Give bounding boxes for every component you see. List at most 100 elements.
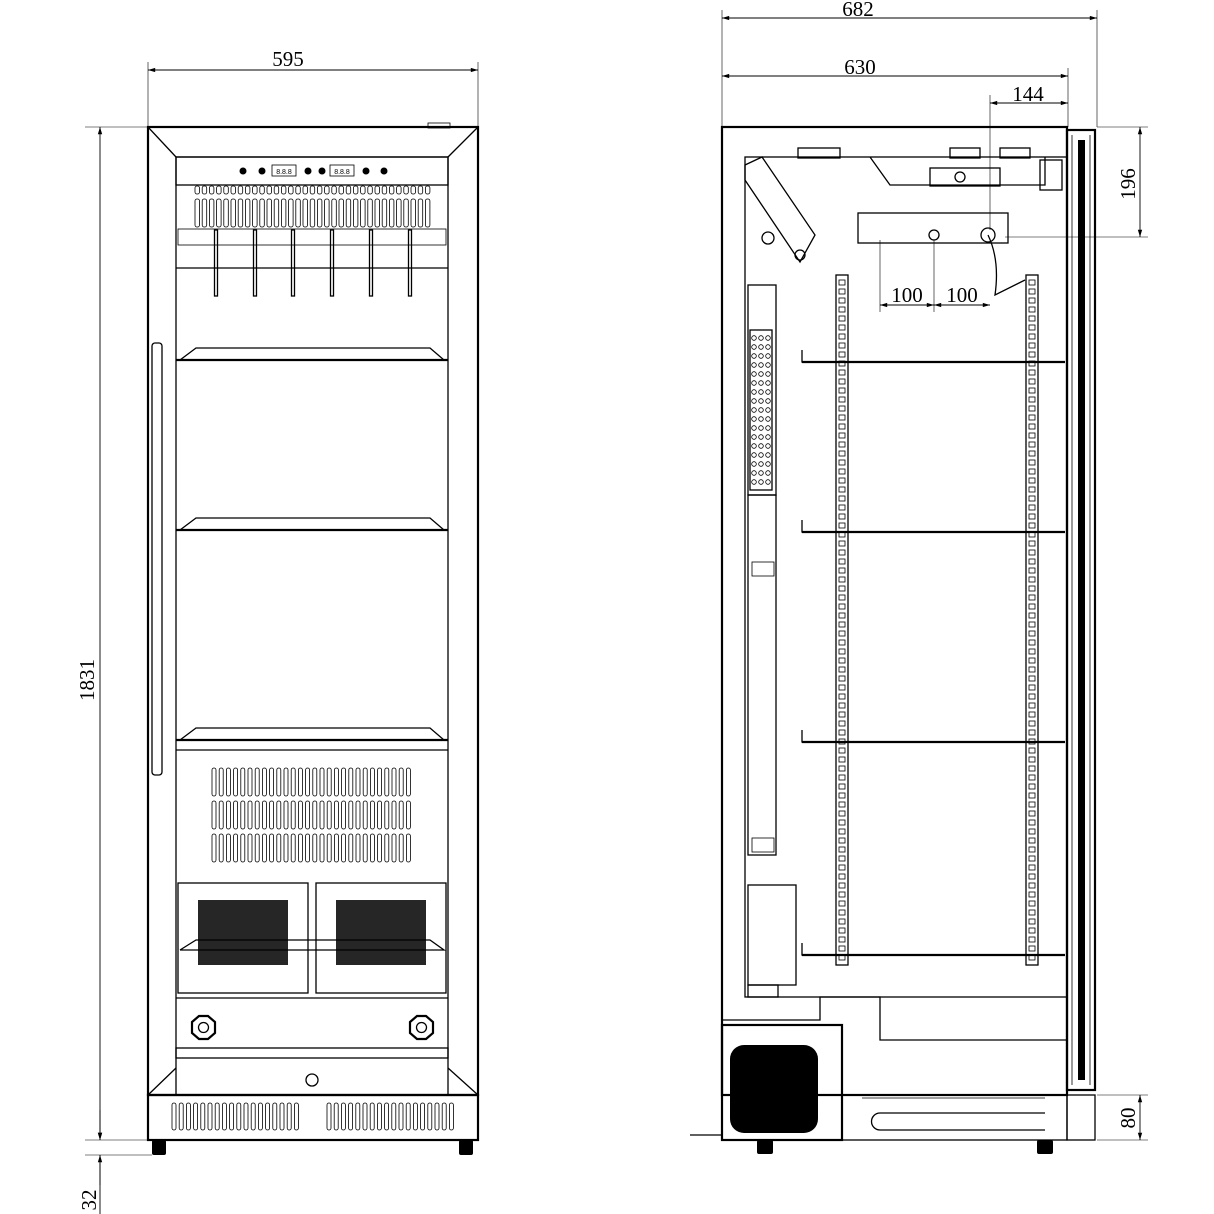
display-2 (329, 164, 355, 177)
vent-slot (230, 198, 236, 228)
side-dimensions: 682 630 144 196 100 100 80 (721, 0, 1148, 1141)
vent-slot (398, 833, 404, 863)
side-foot-rear (1037, 1140, 1053, 1154)
upright-slot (838, 702, 846, 709)
coil-tube (751, 416, 757, 422)
upright-slot (1028, 765, 1036, 772)
coil-tube (765, 344, 771, 350)
control-button (304, 167, 312, 175)
vent-slot (302, 185, 308, 195)
coil-tube (751, 380, 757, 386)
vent-slot (367, 198, 373, 228)
coil-tube (751, 443, 757, 449)
coil-tube (758, 452, 764, 458)
vent-slot (240, 833, 246, 863)
shelf-front-lip (801, 943, 806, 956)
vent-slot (319, 833, 325, 863)
coil-tube (765, 353, 771, 359)
coil-tube (758, 362, 764, 368)
coil-tube (765, 362, 771, 368)
upright-slot (838, 306, 846, 313)
upright-slot (1028, 927, 1036, 934)
front-base (146, 1093, 480, 1142)
coil-tube (765, 479, 771, 485)
upright-slot (1028, 315, 1036, 322)
vent-slot (288, 185, 294, 195)
fan-motor (747, 884, 797, 986)
hook (290, 229, 296, 297)
coil-tube (765, 380, 771, 386)
vent-slot (391, 800, 397, 830)
coil-tube (751, 479, 757, 485)
coil-tube (758, 353, 764, 359)
upright-slot (1028, 585, 1036, 592)
dim-side-top-offset: 144 (1012, 82, 1044, 106)
vent-slot (269, 767, 275, 797)
upright-slot (1028, 864, 1036, 871)
vent-slot (348, 800, 354, 830)
vent-slot (261, 767, 267, 797)
vent-slot (261, 833, 267, 863)
vent-slot (367, 185, 373, 195)
upright-slot (838, 342, 846, 349)
upright-slot (838, 909, 846, 916)
upright-slot (838, 729, 846, 736)
dim-front-width: 595 (272, 47, 304, 71)
vent-slot (333, 1102, 339, 1131)
vent-slot (381, 185, 388, 195)
front-view: 8.8.8 8.8.8 (146, 122, 480, 1155)
shelf-front-lip (801, 730, 806, 743)
lower-vent-panel (211, 767, 411, 863)
vent-slot (244, 198, 251, 228)
upright-slot (1028, 504, 1036, 511)
vent-slot (252, 185, 258, 195)
vent-slot (269, 800, 275, 830)
vent-slot (391, 767, 397, 797)
coil-tube (765, 389, 771, 395)
vent-slot (293, 1102, 299, 1131)
upright-slot (838, 693, 846, 700)
hook (329, 229, 335, 297)
upright-slot (1028, 441, 1036, 448)
vent-slot (302, 198, 308, 228)
upright-slot (1028, 630, 1036, 637)
upright-slot (838, 684, 846, 691)
vent-slot (273, 185, 280, 195)
vent-slot (237, 198, 244, 228)
control-button (258, 167, 266, 175)
vent-slot (185, 1102, 191, 1131)
vent-slot (259, 185, 265, 195)
vent-slot (244, 185, 251, 195)
vent-slot (216, 185, 222, 195)
vent-slot (326, 800, 332, 830)
coil-tube (751, 335, 757, 341)
upright-slot (1028, 639, 1036, 646)
upright-slot (838, 477, 846, 484)
coil-tube (758, 344, 764, 350)
vent-slot (200, 1102, 206, 1131)
upright-slot (838, 621, 846, 628)
vent-slot (448, 1102, 454, 1131)
vent-slot (280, 185, 287, 195)
vent-slot (218, 767, 224, 797)
vent-slot (276, 833, 282, 863)
coil-tube (758, 416, 764, 422)
upright-slot (838, 279, 846, 286)
vent-slot (305, 800, 311, 830)
vent-slot (377, 800, 383, 830)
upright-slot (1028, 648, 1036, 655)
upright-slot (1028, 477, 1036, 484)
upright-slot (1028, 702, 1036, 709)
vent-slot (362, 800, 368, 830)
vent-slot (352, 185, 359, 195)
vent-slot (283, 800, 289, 830)
display-2-text: 8.8.8 (334, 169, 350, 176)
vent-slot (424, 198, 431, 228)
coil-tube (751, 470, 757, 476)
upright-slot (838, 423, 846, 430)
side-door (1065, 128, 1097, 1092)
upright-slot (1028, 414, 1036, 421)
foot-left (152, 1140, 166, 1155)
upright-slot (838, 540, 846, 547)
vent-slot (266, 198, 272, 228)
